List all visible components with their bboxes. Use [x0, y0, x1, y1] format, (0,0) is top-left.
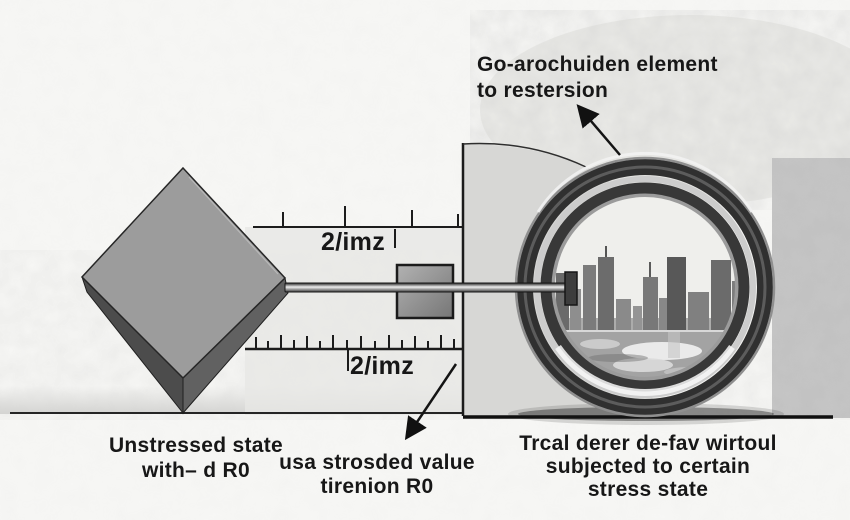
arrow-to-ring-icon — [576, 104, 621, 156]
label-bottom-left-line2: with– d R0 — [141, 459, 250, 482]
diamond-edge-highlight — [188, 176, 279, 275]
ruler-bottom-label: 2/imz — [350, 352, 414, 380]
label-bottom-right-line2: subjected to certain — [546, 455, 750, 478]
diamond-front-face — [80, 166, 287, 380]
diamond-specimen — [80, 166, 289, 415]
label-bottom-middle-line1: usa strosded value — [279, 451, 475, 474]
gap-band — [245, 227, 463, 415]
label-top-right: Go-arochuiden element to restersion — [477, 53, 718, 102]
arrow-to-value-label-icon — [404, 363, 458, 441]
label-bottom-left: Unstressed state with– d R0 — [109, 434, 283, 482]
wall-top-curve — [462, 142, 587, 168]
dimension-ruler-top — [253, 206, 463, 248]
dimension-ruler-bottom — [245, 335, 463, 371]
label-bottom-right-line3: stress state — [588, 478, 708, 501]
connecting-rod — [284, 282, 574, 293]
label-bottom-right: Trcal derer de-fav wirtoul subjected to … — [519, 432, 777, 501]
ruler-top-label: 2/imz — [321, 228, 385, 256]
label-bottom-middle-line2: tirenion R0 — [321, 475, 434, 498]
label-top-right-line1: Go-arochuiden element — [477, 53, 718, 76]
label-bottom-right-line1: Trcal derer de-fav wirtoul — [519, 432, 777, 455]
rod-end-clamp — [564, 271, 578, 306]
label-top-right-line2: to restersion — [477, 79, 608, 102]
lens-ring — [508, 151, 784, 425]
label-bottom-left-line1: Unstressed state — [109, 434, 283, 457]
label-bottom-middle: usa strosded value tirenion R0 — [279, 451, 475, 498]
